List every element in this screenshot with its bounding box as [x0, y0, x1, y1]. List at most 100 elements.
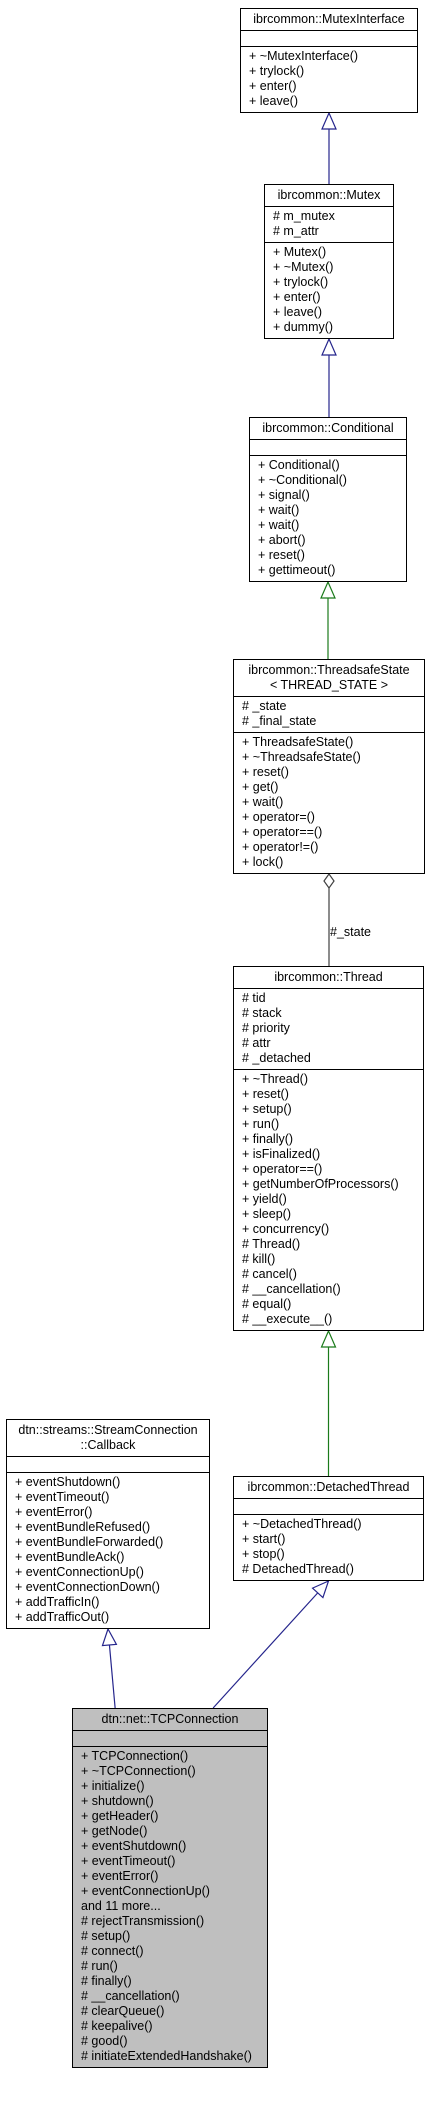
method: + concurrency()	[242, 1222, 330, 1236]
edge-arrowhead-e6	[101, 1627, 118, 1647]
method: + eventError()	[15, 1505, 93, 1519]
method: + trylock()	[273, 275, 329, 289]
attribute: # _detached	[242, 1051, 311, 1065]
class-box-mutex-interface[interactable]: ibrcommon::MutexInterface+ ~MutexInterfa…	[240, 8, 418, 113]
method: # kill()	[242, 1252, 276, 1266]
class-name-line: ibrcommon::Conditional	[262, 421, 394, 435]
class-box-detached-thread[interactable]: ibrcommon::DetachedThread+ ~DetachedThre…	[233, 1476, 424, 1581]
attribute: # priority	[242, 1021, 290, 1035]
method: # run()	[81, 1959, 118, 1973]
method: + ~DetachedThread()	[242, 1517, 362, 1531]
method: + ~TCPConnection()	[81, 1764, 196, 1778]
class-box-mutex[interactable]: ibrcommon::Mutex# m_mutex# m_attr+ Mutex…	[264, 184, 394, 339]
method: + ~MutexInterface()	[249, 49, 359, 63]
class-name-line: ibrcommon::MutexInterface	[253, 12, 405, 26]
class-name: ibrcommon::Thread	[234, 967, 423, 989]
class-name-line: dtn::net::TCPConnection	[101, 1712, 239, 1726]
methods-section: + ThreadsafeState()+ ~ThreadsafeState()+…	[234, 733, 424, 873]
method: + Mutex()	[273, 245, 327, 259]
method: # finally()	[81, 1974, 132, 1988]
method: # cancel()	[242, 1267, 297, 1281]
class-box-conditional[interactable]: ibrcommon::Conditional+ Conditional()+ ~…	[249, 417, 407, 582]
method: + wait()	[242, 795, 284, 809]
method: + addTrafficOut()	[15, 1610, 110, 1624]
method: + setup()	[242, 1102, 292, 1116]
method: + initialize()	[81, 1779, 145, 1793]
method: + operator=()	[242, 810, 315, 824]
attributes-section: # tid# stack# priority# attr# _detached	[234, 989, 423, 1070]
method: + eventTimeout()	[81, 1854, 176, 1868]
method: # good()	[81, 2034, 128, 2048]
class-box-stream-connection-callback[interactable]: dtn::streams::StreamConnection::Callback…	[6, 1419, 210, 1629]
attributes-section	[234, 1499, 423, 1515]
methods-section: + Mutex()+ ~Mutex()+ trylock()+ enter()+…	[265, 243, 393, 338]
class-name-line: ibrcommon::ThreadsafeState	[248, 663, 410, 677]
class-box-tcp-connection[interactable]: dtn::net::TCPConnection+ TCPConnection()…	[72, 1708, 268, 2068]
method: + eventConnectionUp()	[81, 1884, 210, 1898]
method: + eventShutdown()	[81, 1839, 187, 1853]
class-name-line: ibrcommon::DetachedThread	[247, 1480, 410, 1494]
edge-label-state: #_state	[330, 925, 372, 939]
method: + getHeader()	[81, 1809, 159, 1823]
class-name-line: < THREAD_STATE >	[269, 678, 389, 692]
method: + getNode()	[81, 1824, 148, 1838]
attributes-section: # m_mutex# m_attr	[265, 207, 393, 243]
method: # rejectTransmission()	[81, 1914, 205, 1928]
method: + stop()	[242, 1547, 285, 1561]
edge-line-e7	[212, 1592, 319, 1709]
method: + reset()	[242, 765, 289, 779]
method: + eventConnectionDown()	[15, 1580, 160, 1594]
method: + signal()	[258, 488, 310, 502]
method: + enter()	[249, 79, 297, 93]
attribute: # attr	[242, 1036, 271, 1050]
methods-section: + TCPConnection()+ ~TCPConnection()+ ini…	[73, 1747, 267, 2067]
methods-section: + ~Thread()+ reset()+ setup()+ run()+ fi…	[234, 1070, 423, 1330]
method: + leave()	[273, 305, 322, 319]
attributes-section	[7, 1457, 209, 1473]
methods-section: + Conditional()+ ~Conditional()+ signal(…	[250, 456, 406, 581]
method: + finally()	[242, 1132, 294, 1146]
method: + gettimeout()	[258, 563, 336, 577]
method: + yield()	[242, 1192, 287, 1206]
method: + reset()	[242, 1087, 289, 1101]
method: + enter()	[273, 290, 321, 304]
class-name-line: dtn::streams::StreamConnection	[18, 1423, 198, 1437]
method: + isFinalized()	[242, 1147, 321, 1161]
methods-section: + eventShutdown()+ eventTimeout()+ event…	[7, 1473, 209, 1628]
class-name: dtn::net::TCPConnection	[73, 1709, 267, 1731]
class-box-thread[interactable]: ibrcommon::Thread# tid# stack# priority#…	[233, 966, 424, 1331]
class-box-threadsafe-state[interactable]: ibrcommon::ThreadsafeState< THREAD_STATE…	[233, 659, 425, 874]
method: + leave()	[249, 94, 298, 108]
method: + reset()	[258, 548, 305, 562]
edge-arrowhead-e5	[320, 1329, 337, 1348]
attributes-section	[250, 440, 406, 456]
class-name-line: ibrcommon::Mutex	[277, 188, 381, 202]
method: + addTrafficIn()	[15, 1595, 100, 1609]
method: + eventBundleForwarded()	[15, 1535, 164, 1549]
method: + abort()	[258, 533, 306, 547]
attribute: # tid	[242, 991, 266, 1005]
method: + wait()	[258, 503, 300, 517]
methods-section: + ~MutexInterface()+ trylock()+ enter()+…	[241, 47, 417, 112]
method: + ~Conditional()	[258, 473, 347, 487]
method: # equal()	[242, 1297, 292, 1311]
method: + run()	[242, 1117, 280, 1131]
method: # clearQueue()	[81, 2004, 165, 2018]
method: + operator==()	[242, 1162, 323, 1176]
attributes-section	[241, 31, 417, 47]
class-name: ibrcommon::Conditional	[250, 418, 406, 440]
method: + eventBundleRefused()	[15, 1520, 151, 1534]
method: + ~ThreadsafeState()	[242, 750, 361, 764]
method: + shutdown()	[81, 1794, 154, 1808]
method: # connect()	[81, 1944, 144, 1958]
method: + lock()	[242, 855, 284, 869]
method: + getNumberOfProcessors()	[242, 1177, 399, 1191]
method: + operator==()	[242, 825, 323, 839]
method: and 11 more...	[81, 1899, 161, 1913]
method: # setup()	[81, 1929, 131, 1943]
method: + ~Thread()	[242, 1072, 309, 1086]
method: + eventBundleAck()	[15, 1550, 125, 1564]
method: # keepalive()	[81, 2019, 153, 2033]
method: + eventConnectionUp()	[15, 1565, 144, 1579]
